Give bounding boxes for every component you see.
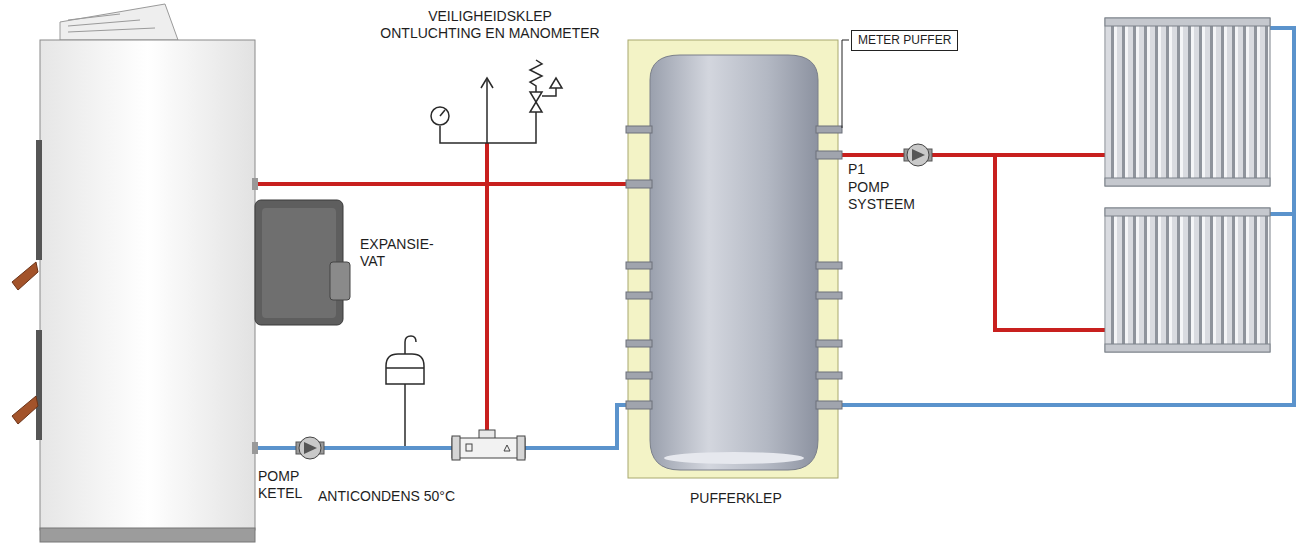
meter-box: METER PUFFER bbox=[851, 30, 958, 51]
leader-line bbox=[842, 40, 849, 128]
radiators bbox=[1105, 18, 1270, 352]
safety-group bbox=[431, 60, 562, 143]
part-label: VEILIGHEIDSKLEP ONTLUCHTING EN MANOMETER bbox=[378, 8, 602, 42]
puffer-tank bbox=[626, 40, 842, 478]
part-label: POMP KETEL bbox=[258, 468, 307, 502]
expansion-vat-unit bbox=[255, 200, 350, 325]
system-pump bbox=[904, 144, 932, 166]
part-label: ANTICONDENS 50°C bbox=[318, 488, 455, 505]
part-label: P1 bbox=[848, 161, 865, 178]
part-label: PUFFERKLEP bbox=[690, 490, 782, 507]
anticondens-valve bbox=[452, 430, 525, 460]
box-label: METER PUFFER bbox=[858, 33, 951, 48]
boiler bbox=[12, 4, 258, 542]
part-label: POMP SYSTEEM bbox=[848, 179, 918, 213]
expansion-vessel-symbol bbox=[386, 336, 424, 446]
part-label: EXPANSIE- VAT bbox=[360, 236, 444, 270]
boiler-pump bbox=[296, 437, 324, 459]
